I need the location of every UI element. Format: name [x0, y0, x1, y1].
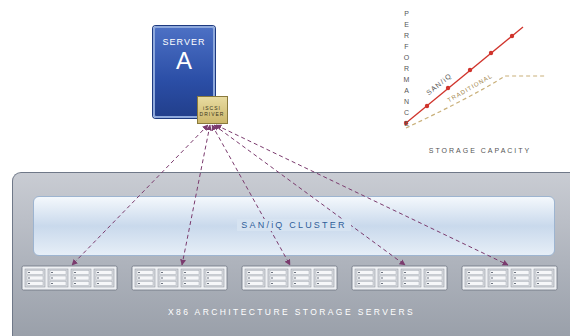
storage-server-unit [352, 266, 447, 290]
series-label: TRADITIONAL [447, 73, 494, 104]
server-title: SERVER [163, 37, 206, 47]
iscsi-connection [216, 125, 508, 265]
san-iq-line [406, 27, 523, 123]
storage-server-unit [242, 266, 337, 290]
driver-label: iSCSI DRIVER [198, 105, 227, 117]
san-iq-points [404, 34, 514, 125]
iscsi-connection [212, 125, 290, 265]
series-label: SAN/iQ [425, 72, 453, 97]
storage-server-unit [22, 266, 117, 290]
axis-label: PERFORMANCE [403, 8, 410, 129]
cluster-band: SAN/iQ CLUSTER [33, 196, 555, 256]
iscsi-connection [214, 125, 405, 265]
storage-server-unit [462, 266, 557, 290]
iscsi-connection [182, 125, 210, 265]
cluster-label: SAN/iQ CLUSTER [237, 219, 350, 231]
iscsi-connection [72, 125, 208, 265]
storage-panel: X86 ARCHITECTURE STORAGE SERVERS SAN/iQ C… [12, 172, 570, 336]
storage-server-unit [132, 266, 227, 290]
panel-caption: X86 ARCHITECTURE STORAGE SERVERS [168, 307, 415, 317]
axis-label: STORAGE CAPACITY [429, 147, 532, 154]
server-letter: A [176, 48, 192, 74]
server-box: SERVERAiSCSI DRIVER [153, 26, 215, 118]
iscsi-driver-box: iSCSI DRIVER [197, 96, 228, 124]
